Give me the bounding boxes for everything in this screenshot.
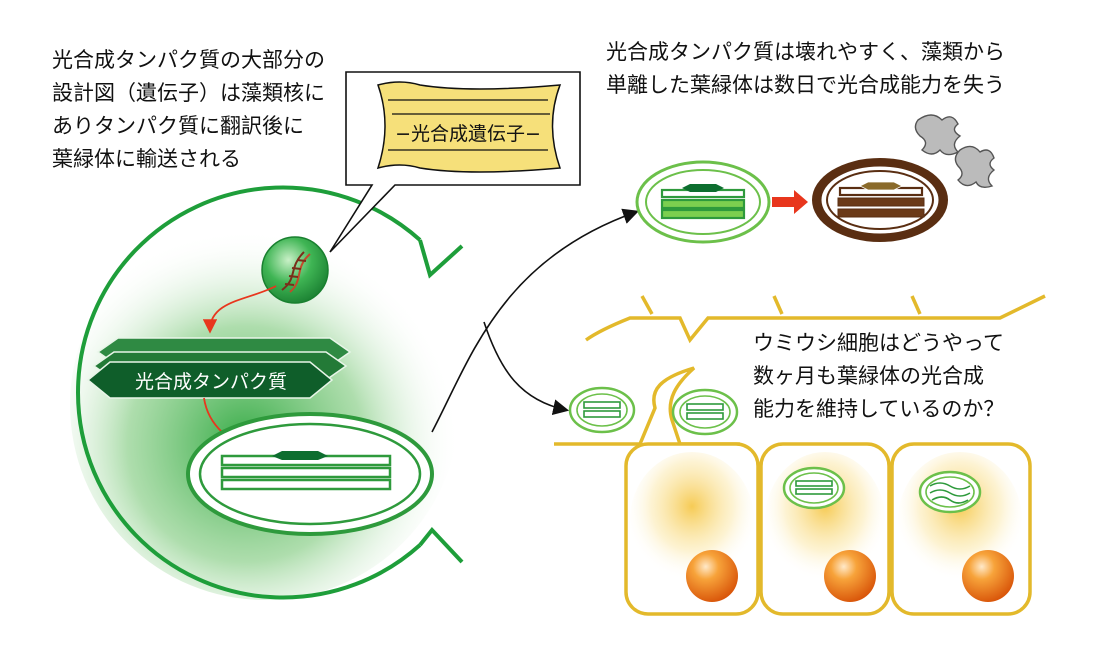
slug-cell-2 xyxy=(759,442,891,616)
nucleus-orange xyxy=(824,550,876,602)
chloroplast-in-slug-wavy xyxy=(918,470,982,514)
translation-arrow xyxy=(202,285,277,334)
chloroplast-in-slug xyxy=(782,466,846,510)
slug-gut-opening xyxy=(554,366,740,446)
caption-line: 設計図（遺伝子）は藻類核に xyxy=(52,81,325,105)
dna-helix-icon xyxy=(281,251,311,293)
caption-sea-slug-question: ウミウシ細胞はどうやって 数ヶ月も葉緑体の光合成 能力を維持しているのか？ xyxy=(753,327,1004,426)
chloroplast-isolated-damaged xyxy=(812,158,948,242)
caption-line: 能力を維持しているのか？ xyxy=(753,397,1005,421)
chloroplast-algal xyxy=(186,412,434,536)
arrow-to-slug xyxy=(483,321,570,416)
slug-outline-top xyxy=(584,294,1046,344)
gene-label: −光合成遺伝子− xyxy=(395,123,541,145)
chloroplast-isolated-healthy xyxy=(635,160,771,244)
chloroplast-gut-1 xyxy=(568,386,636,434)
red-arrow-icon xyxy=(772,190,808,214)
caption-line: 単離した葉緑体は数日で光合成能力を失う xyxy=(606,73,1005,97)
caption-line: 光合成タンパク質は壊れやすく、藻類から xyxy=(606,40,1005,64)
cell-opening-bottom xyxy=(418,526,464,564)
caption-line: 数ヶ月も葉緑体の光合成 xyxy=(753,364,984,388)
chloroplast-gut-2 xyxy=(671,388,739,436)
caption-line: ありタンパク質に翻訳後に xyxy=(52,114,304,138)
protein-banner: 光合成タンパク質 xyxy=(86,337,352,399)
slug-cell-3 xyxy=(890,442,1032,616)
nucleus xyxy=(261,236,329,304)
caption-isolated-chloroplast: 光合成タンパク質は壊れやすく、藻類から 単離した葉緑体は数日で光合成能力を失う xyxy=(606,36,1005,102)
protein-label: 光合成タンパク質 xyxy=(135,371,287,393)
caption-line: 光合成タンパク質の大部分の xyxy=(52,48,325,72)
caption-algae-genes: 光合成タンパク質の大部分の 設計図（遺伝子）は藻類核に ありタンパク質に翻訳後に… xyxy=(52,44,325,176)
cell-membrane xyxy=(76,185,422,600)
caption-line: ウミウシ細胞はどうやって xyxy=(753,331,1004,355)
smoke-icon xyxy=(914,114,996,189)
caption-line: 葉緑体に輸送される xyxy=(52,147,241,171)
arrow-to-isolated xyxy=(431,208,640,433)
nucleus-orange xyxy=(962,550,1014,602)
slug-cell-1 xyxy=(624,442,760,616)
slug-epithelium xyxy=(554,294,1046,616)
nucleus-orange xyxy=(686,550,738,602)
gene-callout: −光合成遺伝子− xyxy=(329,71,581,253)
cell-opening-top xyxy=(418,239,464,279)
